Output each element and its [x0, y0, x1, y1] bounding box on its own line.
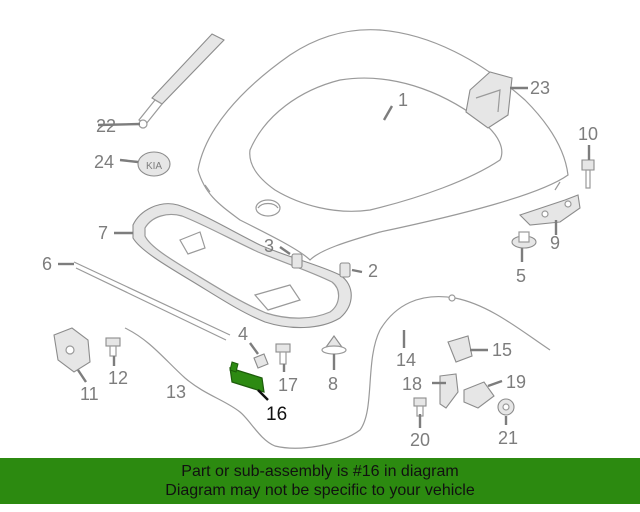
bolt-10[interactable]	[581, 159, 595, 189]
callout-labels: 1 2 3 4 5 6 7 8 9 10 11 12 13 14 15 16 1…	[42, 78, 598, 450]
leader-lines	[58, 86, 591, 428]
label-19: 19	[506, 372, 526, 392]
label-6: 6	[42, 254, 52, 274]
label-16: 16	[266, 404, 287, 425]
label-2: 2	[368, 261, 378, 281]
release-handle-18[interactable]	[439, 373, 459, 409]
latch-cover[interactable]	[465, 71, 513, 129]
hood-parts-diagram: KIA	[42, 29, 598, 450]
bumper-stop-5[interactable]	[511, 231, 537, 249]
kia-emblem[interactable]: KIA	[137, 151, 171, 177]
label-9: 9	[550, 233, 560, 253]
label-22: 22	[96, 116, 116, 136]
hood-latch[interactable]	[53, 327, 91, 373]
label-10: 10	[578, 124, 598, 144]
hood-insulator[interactable]	[132, 203, 352, 329]
label-11: 11	[80, 384, 99, 404]
hood-hinge[interactable]	[518, 194, 581, 226]
label-5: 5	[516, 266, 526, 286]
bolt-12[interactable]	[105, 337, 121, 357]
hood-bumper-2[interactable]	[339, 262, 351, 278]
label-18: 18	[402, 374, 422, 394]
label-14: 14	[396, 350, 416, 370]
hood-bumper-3[interactable]	[291, 253, 303, 269]
label-24: 24	[94, 152, 114, 172]
label-21: 21	[498, 428, 518, 448]
label-20: 20	[410, 430, 430, 450]
release-cable-13[interactable]	[124, 294, 551, 449]
label-7: 7	[98, 223, 108, 243]
label-15: 15	[492, 340, 512, 360]
label-23: 23	[530, 78, 550, 98]
bolt-17[interactable]	[275, 343, 291, 365]
grommet-8[interactable]	[321, 335, 347, 355]
banner-line-part: Part or sub-assembly is #16 in diagram	[181, 463, 459, 480]
label-17: 17	[278, 375, 298, 395]
label-4: 4	[238, 324, 248, 344]
cable-bracket-15[interactable]	[447, 335, 473, 363]
notice-banner: Part or sub-assembly is #16 in diagram D…	[0, 458, 640, 504]
latch-bracket-16[interactable]	[229, 361, 265, 393]
banner-line-disclaimer: Diagram may not be specific to your vehi…	[165, 482, 475, 499]
clip-4[interactable]	[253, 353, 269, 369]
nut-21[interactable]	[497, 398, 515, 416]
emblem-text: KIA	[146, 161, 162, 172]
hood-weatherstrip[interactable]	[73, 261, 231, 341]
label-13: 13	[166, 382, 186, 402]
hood-panel[interactable]	[197, 29, 569, 261]
bolt-20[interactable]	[413, 397, 427, 417]
label-12: 12	[108, 368, 128, 388]
bezel-19[interactable]	[463, 381, 495, 409]
label-1: 1	[398, 90, 408, 110]
label-8: 8	[328, 374, 338, 394]
label-3: 3	[264, 236, 274, 256]
hood-lift-support[interactable]	[138, 33, 225, 129]
